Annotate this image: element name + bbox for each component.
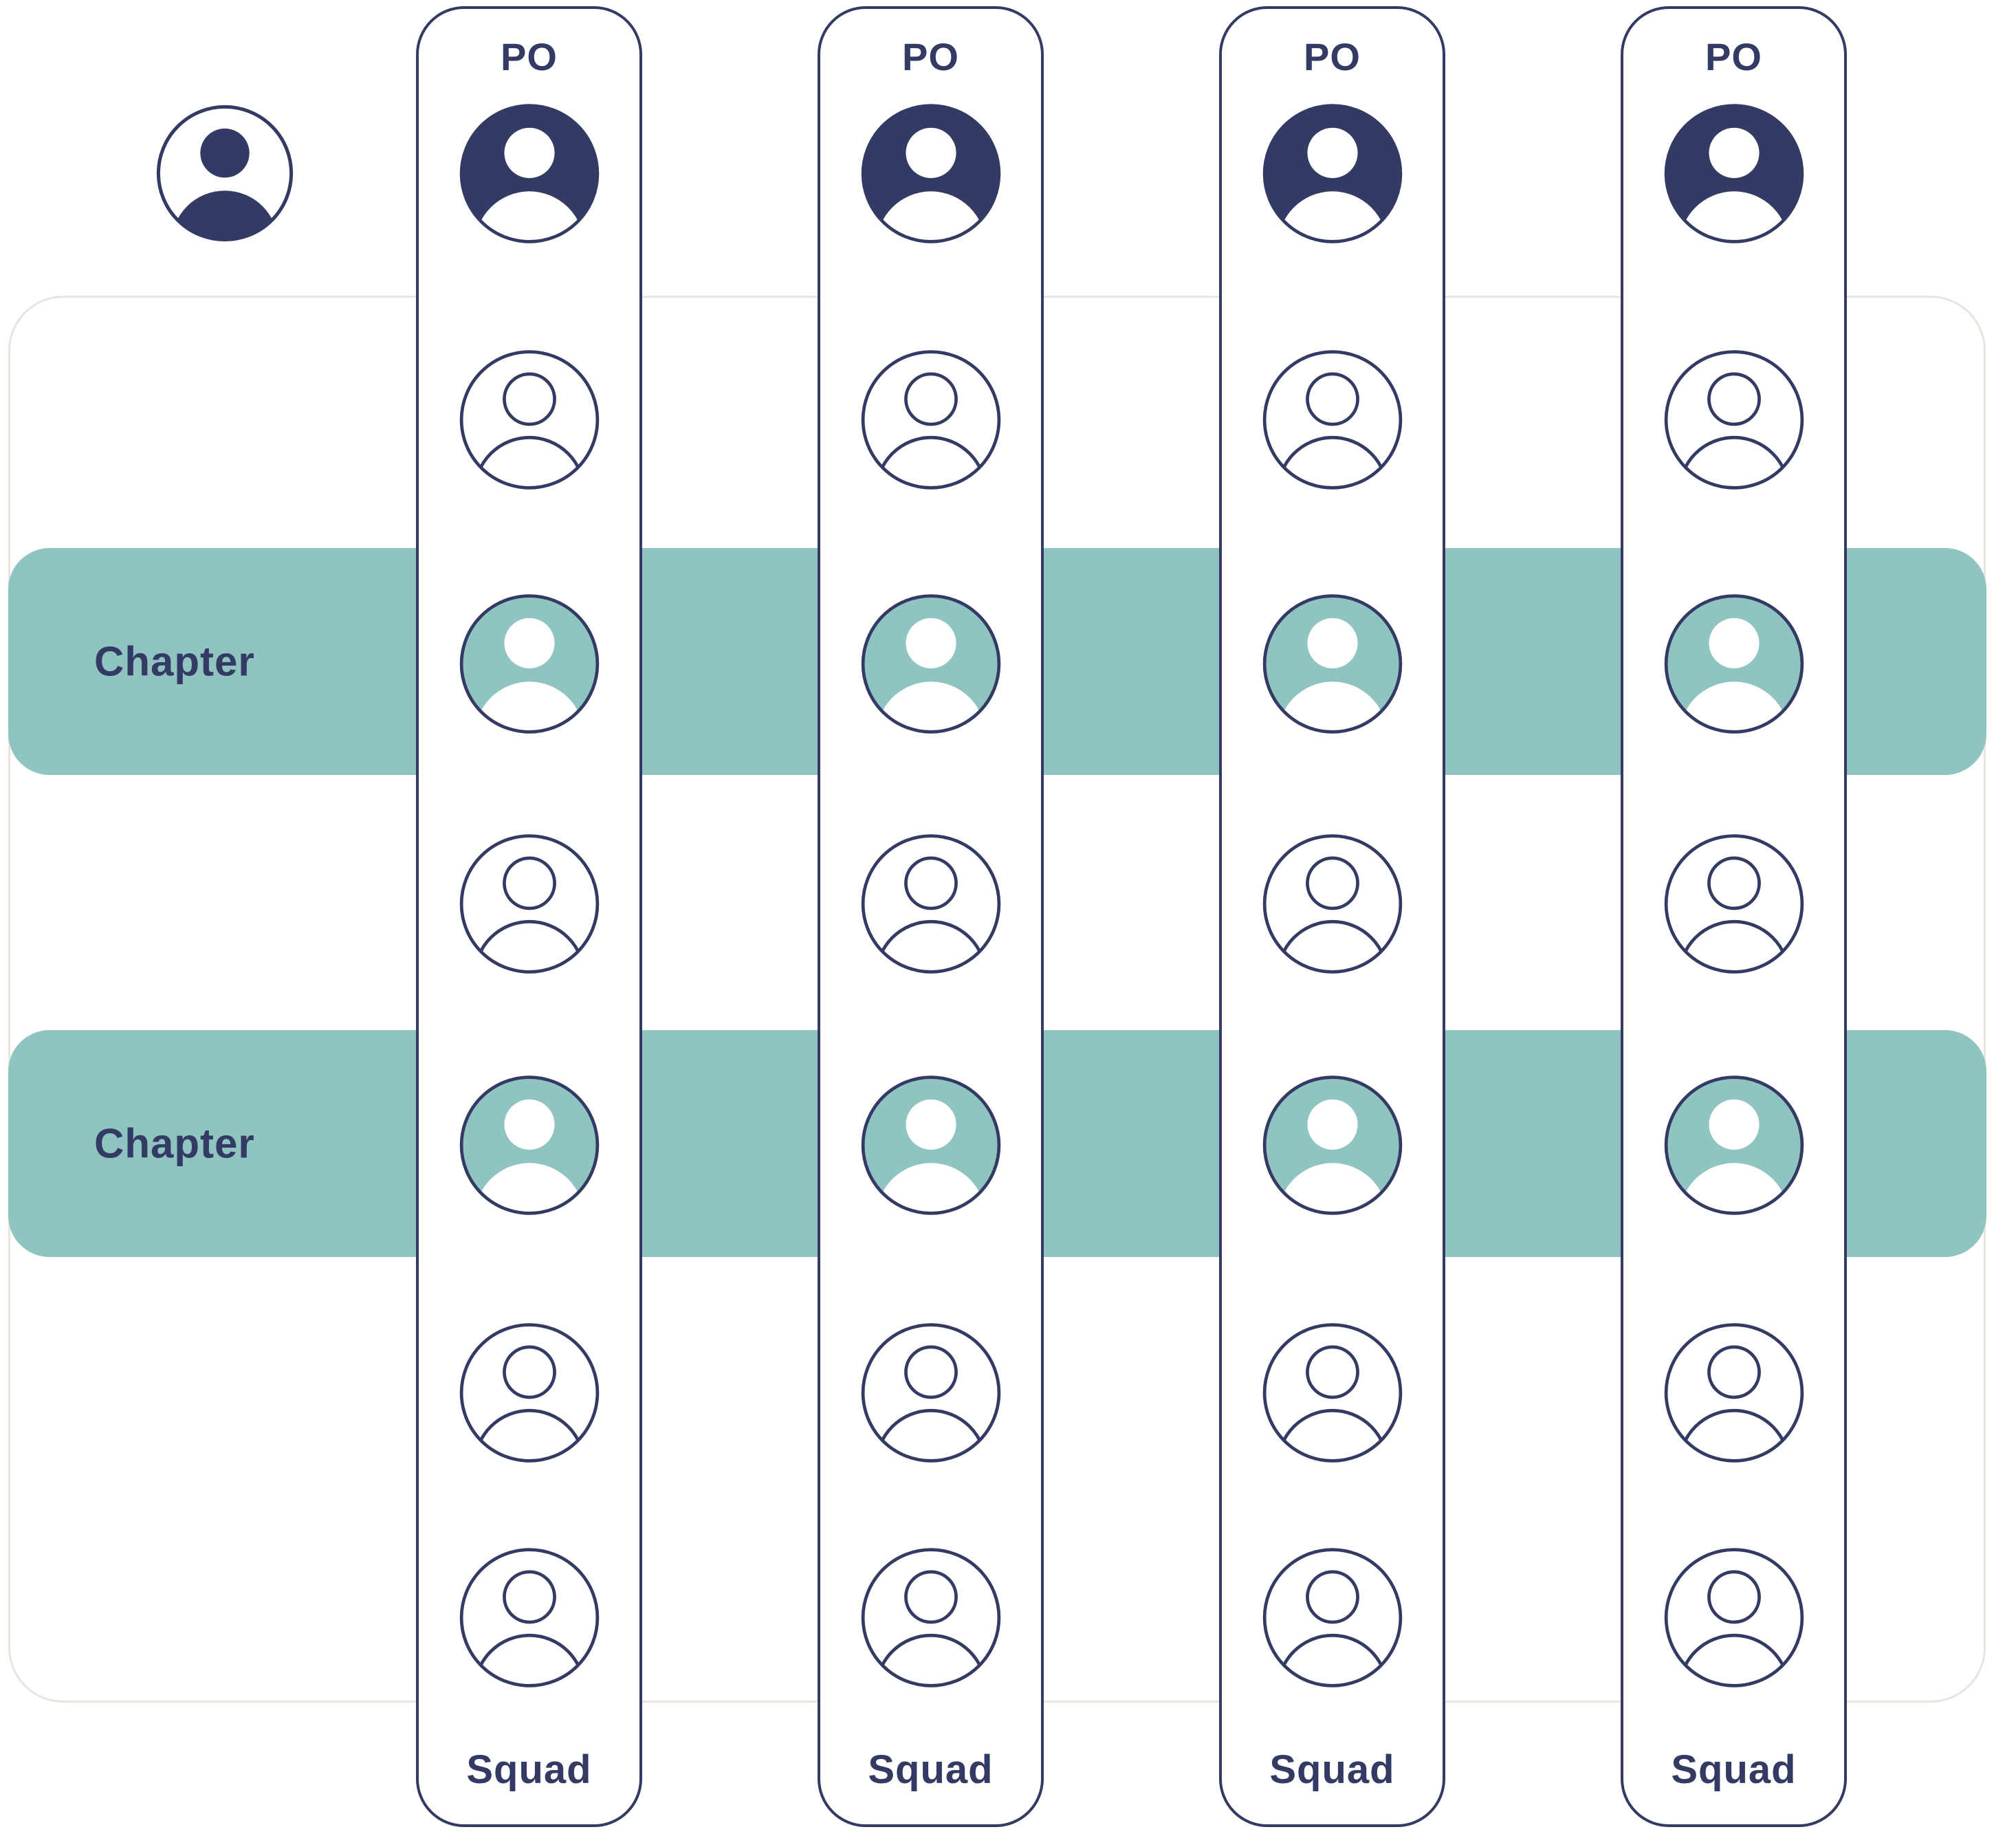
member-person-icon: [857, 1319, 1005, 1467]
squad-column: PO Squad: [1219, 6, 1445, 1827]
po-label: PO: [1304, 35, 1361, 78]
member-person-icon: [455, 1544, 603, 1692]
member-person-icon: [1660, 1319, 1808, 1467]
squad-label: Squad: [1671, 1747, 1797, 1792]
chapter-label: Chapter: [94, 638, 255, 685]
squad-label: Squad: [868, 1747, 994, 1792]
po-person-icon: [455, 100, 603, 248]
po-person-icon: [1660, 100, 1808, 248]
squad-column: PO Squad: [1621, 6, 1847, 1827]
member-person-icon: [1258, 1544, 1406, 1692]
po-label: PO: [501, 35, 558, 78]
member-person-icon: [455, 830, 603, 978]
squad-label: Squad: [466, 1747, 592, 1792]
chapter-label: Chapter: [94, 1120, 255, 1167]
member-person-icon: [455, 1319, 603, 1467]
member-person-icon: [455, 346, 603, 494]
chapter-member-person-icon: [857, 1071, 1005, 1219]
chapter-member-person-icon: [455, 590, 603, 738]
squad-column: PO Squad: [818, 6, 1044, 1827]
member-person-icon: [1258, 830, 1406, 978]
po-label: PO: [1705, 35, 1762, 78]
chapter-member-person-icon: [857, 590, 1005, 738]
member-person-icon: [1258, 1319, 1406, 1467]
po-label: PO: [902, 35, 959, 78]
chapter-member-person-icon: [1660, 1071, 1808, 1219]
squad-column: PO Squad: [416, 6, 642, 1827]
po-person-icon: [1258, 100, 1406, 248]
member-person-icon: [857, 1544, 1005, 1692]
chapter-member-person-icon: [455, 1071, 603, 1219]
chapter-member-person-icon: [1258, 1071, 1406, 1219]
chapter-member-person-icon: [1258, 590, 1406, 738]
chapter-member-person-icon: [1660, 590, 1808, 738]
member-person-icon: [857, 346, 1005, 494]
member-person-icon: [1660, 346, 1808, 494]
member-person-icon: [857, 830, 1005, 978]
chapter-lead-person-icon: [153, 101, 297, 245]
member-person-icon: [1660, 830, 1808, 978]
member-person-icon: [1660, 1544, 1808, 1692]
member-person-icon: [1258, 346, 1406, 494]
po-person-icon: [857, 100, 1005, 248]
squad-label: Squad: [1269, 1747, 1395, 1792]
